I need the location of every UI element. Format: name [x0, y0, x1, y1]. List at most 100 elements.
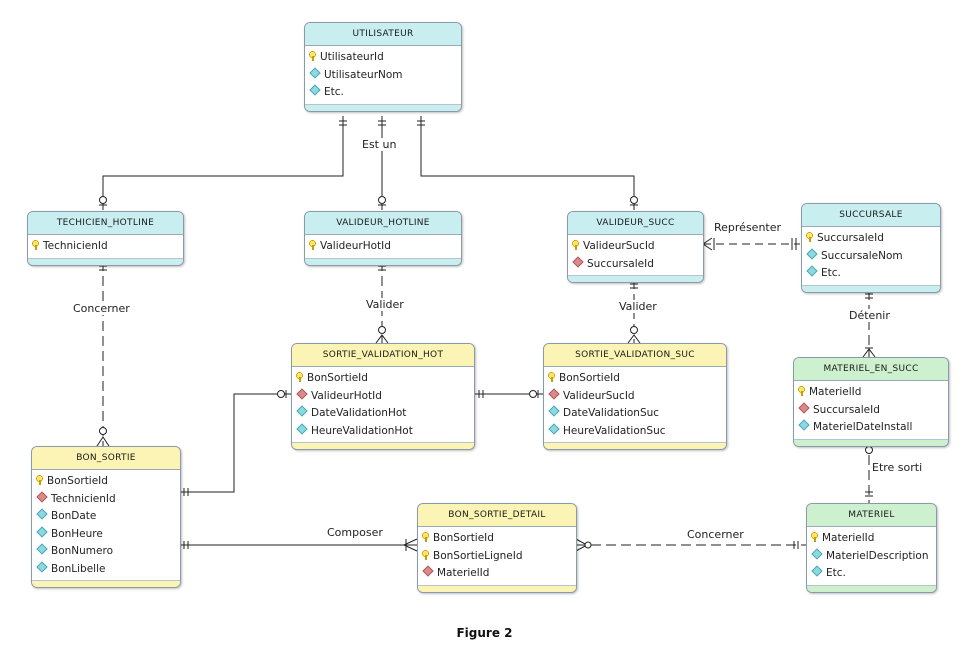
attribute-row: UtilisateurId: [305, 49, 461, 67]
attribute-name: ValideurHotId: [320, 240, 391, 252]
diamond-fk-icon: [798, 401, 810, 414]
key-icon: [32, 240, 39, 250]
attribute-row: MaterielDateInstall: [794, 419, 948, 437]
entity-title: VALIDEUR_SUCC: [568, 212, 703, 235]
attribute-row: MaterielId: [418, 565, 576, 583]
attribute-name: Etc.: [821, 267, 841, 279]
attribute-row: SuccursaleId: [794, 401, 948, 420]
diamond-attr-icon: [309, 84, 321, 96]
line-utilisateur-valideur-succ: [417, 116, 638, 210]
diamond-attr-icon: [36, 508, 48, 520]
attribute-name: BonSortieId: [559, 372, 620, 384]
attribute-name: TechnicienId: [51, 492, 116, 505]
key-icon: [309, 240, 316, 250]
key-icon: [422, 532, 429, 542]
entity-footer: [305, 103, 461, 111]
entity-valideur-hotline[interactable]: VALIDEUR_HOTLINE ValideurHotId: [304, 211, 462, 266]
attribute-name: DateValidationHot: [311, 407, 407, 419]
entity-title: MATERIEL_EN_SUCC: [794, 358, 948, 381]
entity-footer: [544, 442, 726, 449]
key-icon: [36, 475, 43, 485]
attribute-row: BonSortieId: [32, 473, 180, 491]
line-succursale-materiel-en-succ: [862, 290, 876, 358]
attribute-name: Etc.: [324, 86, 344, 98]
entity-title: SUCCURSALE: [802, 204, 940, 227]
diamond-attr-icon: [798, 419, 810, 431]
diamond-attr-icon: [36, 560, 48, 573]
attribute-row: HeureValidationSuc: [544, 422, 726, 441]
key-icon: [422, 549, 429, 560]
entity-title: UTILISATEUR: [305, 23, 461, 46]
diamond-fk-icon: [422, 565, 434, 577]
attribute-row: UtilisateurNom: [305, 66, 461, 85]
attribute-row: MaterielDescription: [807, 547, 936, 566]
rel-label-detenir: Détenir: [848, 309, 891, 322]
entity-title: SORTIE_VALIDATION_SUC: [544, 344, 726, 367]
key-icon: [806, 232, 813, 242]
attribute-row: MaterielId: [807, 530, 936, 548]
attribute-name: HeureValidationHot: [311, 424, 413, 437]
line-utilisateur-technicien: [99, 116, 347, 210]
attribute-name: BonNumero: [51, 545, 113, 557]
attribute-row: ValideurSucId: [568, 238, 703, 256]
entity-footer: [568, 275, 703, 282]
figure-caption: Figure 2: [456, 626, 513, 640]
attribute-name: BonSortieId: [307, 372, 368, 384]
attribute-name: BonSortieLigneId: [433, 549, 523, 562]
line-sortie-hot-sortie-suc: [474, 390, 543, 398]
attribute-name: MaterielId: [437, 567, 490, 579]
attribute-name: BonHeure: [51, 527, 103, 540]
rel-label-concerner-technicien: Concerner: [72, 302, 131, 315]
attribute-name: UtilisateurNom: [324, 68, 403, 81]
entity-title: TECHICIEN_HOTLINE: [28, 212, 183, 235]
attribute-row: TechnicienId: [28, 238, 183, 256]
attribute-name: SuccursaleId: [587, 257, 654, 270]
diamond-attr-icon: [36, 525, 48, 538]
diamond-attr-icon: [296, 405, 308, 417]
line-bon-sortie-sortie-hot: [180, 390, 291, 496]
line-materiel-bon-sortie-detail: [575, 538, 806, 552]
attribute-row: ValideurHotId: [305, 238, 461, 256]
rel-label-valider-suc: Valider: [618, 300, 658, 313]
entity-footer: [28, 257, 183, 265]
key-icon: [811, 532, 818, 542]
diamond-fk-icon: [296, 387, 308, 400]
entity-footer: [305, 257, 461, 265]
attribute-name: ValideurHotId: [311, 389, 382, 402]
attribute-name: BonSortieId: [433, 532, 494, 544]
key-icon: [548, 372, 555, 382]
entity-title: MATERIEL: [807, 504, 936, 527]
entity-footer: [418, 584, 576, 592]
diamond-attr-icon: [296, 422, 308, 435]
key-icon: [296, 372, 303, 382]
diamond-attr-icon: [548, 405, 560, 417]
entity-footer: [292, 442, 474, 449]
entity-title: BON_SORTIE: [32, 447, 180, 470]
attribute-row: ValideurHotId: [292, 387, 474, 406]
diamond-attr-icon: [806, 247, 818, 260]
attr-list: ValideurHotId: [305, 235, 461, 258]
line-valideur-succ-succursale: [702, 237, 800, 251]
entity-techicien-hotline[interactable]: TECHICIEN_HOTLINE TechnicienId: [27, 211, 184, 266]
key-icon: [798, 386, 805, 396]
diamond-fk-icon: [572, 255, 584, 268]
attribute-row: BonNumero: [32, 543, 180, 561]
attribute-name: UtilisateurId: [320, 51, 384, 63]
rel-label-concerner-materiel: Concerner: [686, 528, 745, 541]
